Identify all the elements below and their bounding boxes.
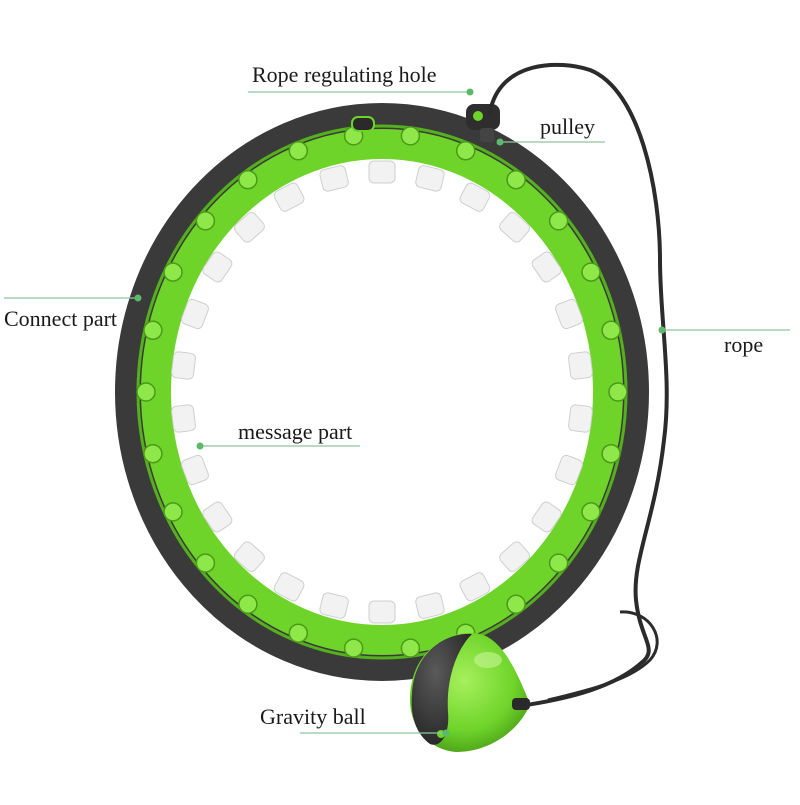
massage-pad <box>499 212 531 243</box>
massage-pad <box>568 351 593 380</box>
massage-pad <box>233 212 265 243</box>
connector-nub <box>506 169 526 190</box>
leader-gravity-ball-dot <box>442 729 450 737</box>
rope <box>488 62 669 708</box>
connector-nub <box>601 443 621 464</box>
connector-nub <box>548 553 569 573</box>
connector-nub <box>343 638 364 658</box>
label-connect-part: Connect part <box>4 306 118 331</box>
massage-pad <box>171 404 196 433</box>
label-pulley: pulley <box>540 114 595 139</box>
leader-lines <box>4 88 790 737</box>
massage-pad <box>181 298 209 330</box>
massage-pads <box>171 160 593 624</box>
massage-pad <box>368 160 396 184</box>
massage-pad <box>555 298 583 330</box>
rope-regulating-hole <box>351 116 375 132</box>
massage-pad <box>415 592 445 619</box>
connector-nub <box>195 553 216 573</box>
label-rope-regulating-hole: Rope regulating hole <box>252 62 437 87</box>
massage-pad <box>459 182 491 212</box>
massage-pad <box>181 454 209 486</box>
massage-pad <box>273 182 305 212</box>
leader-pulley-dot <box>496 138 504 146</box>
connector-nub <box>163 262 183 282</box>
massage-pad <box>233 541 265 572</box>
massage-pad <box>531 251 562 283</box>
connector-nub <box>288 141 309 161</box>
connector-nub <box>506 594 526 615</box>
leader-rope-dot <box>658 326 666 334</box>
connector-nub <box>195 211 216 231</box>
massage-pad <box>368 600 396 624</box>
massage-pad <box>273 572 305 602</box>
leader-connect-part-dot <box>134 294 142 302</box>
connector-nub <box>288 623 309 643</box>
connector-nub <box>400 126 421 146</box>
massage-pad <box>202 251 233 283</box>
label-gravity-ball: Gravity ball <box>260 704 366 729</box>
massage-pad <box>459 572 491 602</box>
connector-nub <box>143 320 163 341</box>
rope-loop <box>547 610 659 702</box>
leader-rope-regulating-hole-dot <box>466 88 474 96</box>
massage-pad <box>202 501 233 533</box>
massage-pad <box>415 165 445 192</box>
connector-nub <box>548 211 569 231</box>
connector-nub <box>400 638 421 658</box>
connector-nub <box>163 502 183 522</box>
connector-nub <box>581 502 601 522</box>
leader-message-part-dot <box>196 442 204 450</box>
massage-pad <box>555 454 583 486</box>
massage-pad <box>499 541 531 572</box>
connector-nub <box>143 443 163 464</box>
connector-nub <box>455 141 476 161</box>
massage-pad <box>568 404 593 433</box>
massage-pad <box>531 501 562 533</box>
label-message-part: message part <box>238 419 353 444</box>
hoop-ring <box>115 103 649 681</box>
connector-nub <box>601 320 621 341</box>
connector-nub <box>608 382 628 402</box>
massage-pad <box>171 351 196 380</box>
label-rope: rope <box>724 332 764 357</box>
connect-parts <box>136 126 628 658</box>
connector-nub <box>581 262 601 282</box>
massage-pad <box>319 592 349 619</box>
connector-nub <box>136 382 156 402</box>
connector-nub <box>238 169 258 190</box>
connector-nub <box>238 594 258 615</box>
massage-pad <box>319 165 349 192</box>
